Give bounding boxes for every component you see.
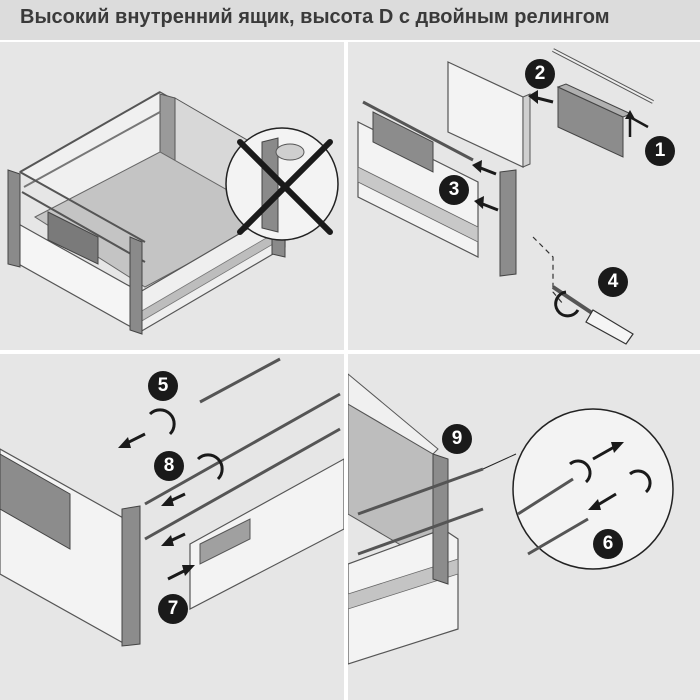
overview-drawer-drawing [7, 91, 339, 335]
front-post-right [129, 236, 143, 335]
rotate-arrow-icon [196, 453, 224, 481]
rotate-arrow-icon [569, 459, 592, 484]
rotate-arrow-icon [554, 290, 580, 318]
side-label [199, 518, 251, 565]
drawer-side [189, 458, 344, 610]
panel-steps-6-9: 9 6 [348, 354, 700, 700]
arrow-icon [588, 492, 617, 510]
mounted-rod [362, 100, 474, 162]
arrow-icon [625, 110, 649, 137]
rail-lower-left [21, 191, 146, 263]
front-post [121, 505, 141, 647]
arrow-icon [528, 90, 554, 104]
step-badge-1: 1 [645, 136, 675, 166]
magnifier-leader [482, 453, 517, 470]
step-badge-8: 8 [154, 451, 184, 481]
tall-front-edge [522, 93, 531, 168]
arrow-icon [161, 532, 186, 546]
arrow-icon [592, 442, 624, 461]
loose-rod [199, 357, 281, 404]
steps-5-7-8-drawing [0, 357, 344, 647]
step-badge-4: 4 [598, 267, 628, 297]
mounted-holder [372, 111, 434, 173]
magnifier-circle-icon [512, 408, 674, 570]
screwdriver-icon [551, 285, 634, 345]
step-badge-9: 9 [442, 424, 472, 454]
guide-line [532, 236, 564, 305]
step-badge-6: 6 [593, 529, 623, 559]
back-post [432, 453, 449, 585]
rotate-arrow-icon [148, 408, 176, 436]
drawer-side [348, 528, 459, 665]
step-badge-7: 7 [158, 594, 188, 624]
step-badge-3: 3 [439, 175, 469, 205]
title-bar: Высокий внутренний ящик, высота D с двой… [0, 0, 700, 42]
rotate-arrow-icon [629, 469, 652, 494]
drawer-holder [0, 453, 71, 550]
front-post [499, 169, 517, 277]
lower-rod [357, 507, 484, 556]
rail-holder [47, 211, 99, 265]
lower-rod [144, 427, 341, 541]
rail-lower-back [23, 111, 161, 188]
detail-rod-lower [527, 517, 589, 556]
rail-upper-back [19, 91, 161, 173]
arrow-icon [161, 492, 186, 506]
panel-steps-1-4: 1 2 3 4 [348, 42, 700, 350]
arrow-icon [474, 196, 499, 212]
side-groove [348, 558, 459, 610]
steps-6-9-drawing [348, 373, 674, 665]
step-badge-2: 2 [525, 59, 555, 89]
step-badge-5: 5 [148, 371, 178, 401]
arrow-icon [167, 565, 195, 581]
arrow-icon [472, 160, 497, 176]
drawer-side-groove [357, 166, 479, 243]
rail-upper-left [19, 171, 146, 243]
arrow-icon [118, 432, 146, 448]
panel-overview [0, 42, 344, 350]
upper-rod [357, 467, 484, 516]
steps-1-4-drawing [357, 48, 654, 345]
detail-rod-upper [517, 477, 574, 516]
cross-icon [237, 139, 333, 235]
diagram-title: Высокий внутренний ящик, высота D с двой… [20, 6, 610, 28]
front-post-left [7, 169, 21, 268]
detail-clip [275, 143, 305, 161]
panel-steps-5-7-8: 5 8 7 [0, 354, 344, 700]
upper-rod [144, 392, 341, 506]
